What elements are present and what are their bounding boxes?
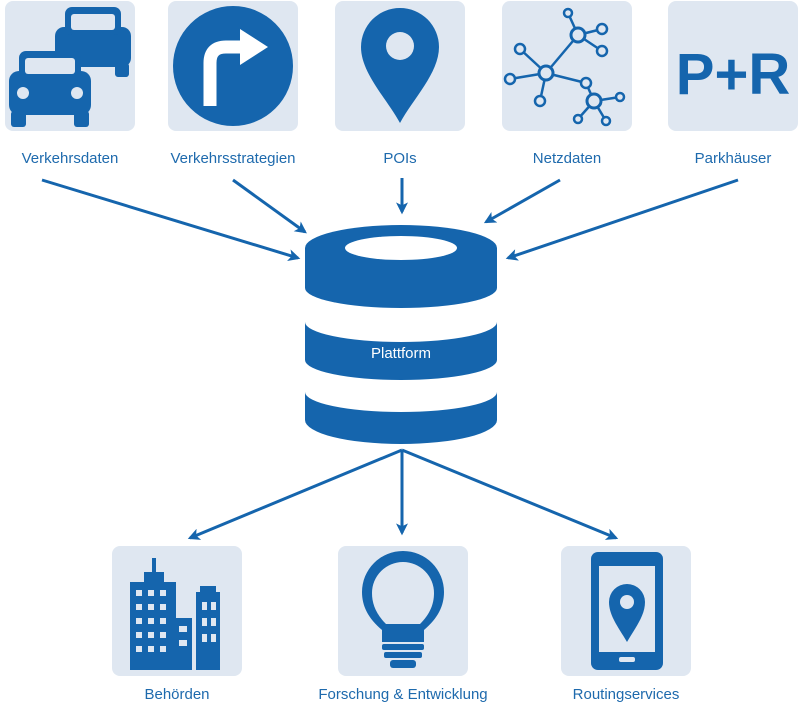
label-behoerden: Behörden: [144, 686, 210, 703]
tile-routingservices: [561, 546, 691, 676]
tile-netzdaten: [502, 1, 632, 131]
park-and-ride-glyph: P+R: [676, 42, 790, 107]
arrow-parkhaeuser: [505, 178, 739, 261]
map-pin-icon: [361, 8, 439, 123]
network-graph-icon: [503, 7, 626, 127]
tile-behoerden: [112, 546, 242, 676]
turn-right-sign-icon: [173, 6, 293, 126]
arrow-behoerden: [187, 448, 403, 540]
park-and-ride-icon: P+R: [676, 42, 790, 107]
arrow-routing: [401, 448, 619, 540]
arrow-verkehrsstrategien: [232, 178, 307, 234]
tile-verkehrsstrategien: [168, 1, 298, 131]
label-verkehrsstrategien: Verkehrsstrategien: [170, 150, 296, 167]
tile-pois: [335, 1, 465, 131]
tile-parkhaeuser: P+R: [668, 1, 798, 131]
label-netzdaten: Netzdaten: [532, 150, 602, 167]
light-bulb-icon: [362, 551, 444, 668]
arrow-verkehrsdaten: [41, 178, 301, 261]
buildings-icon: [130, 558, 220, 670]
tile-verkehrsdaten: [5, 1, 135, 131]
label-forschung: Forschung & Entwicklung: [318, 686, 488, 703]
label-verkehrsdaten: Verkehrsdaten: [21, 150, 119, 167]
label-pois: POIs: [383, 150, 417, 167]
platform-label: Plattform: [370, 345, 431, 362]
tile-forschung: [338, 546, 468, 676]
cars-icon: [9, 7, 131, 127]
smartphone-pin-icon: [591, 552, 663, 670]
label-parkhaeuser: Parkhäuser: [694, 150, 772, 167]
label-routingservices: Routingservices: [572, 686, 680, 703]
arrow-netzdaten: [483, 178, 561, 224]
